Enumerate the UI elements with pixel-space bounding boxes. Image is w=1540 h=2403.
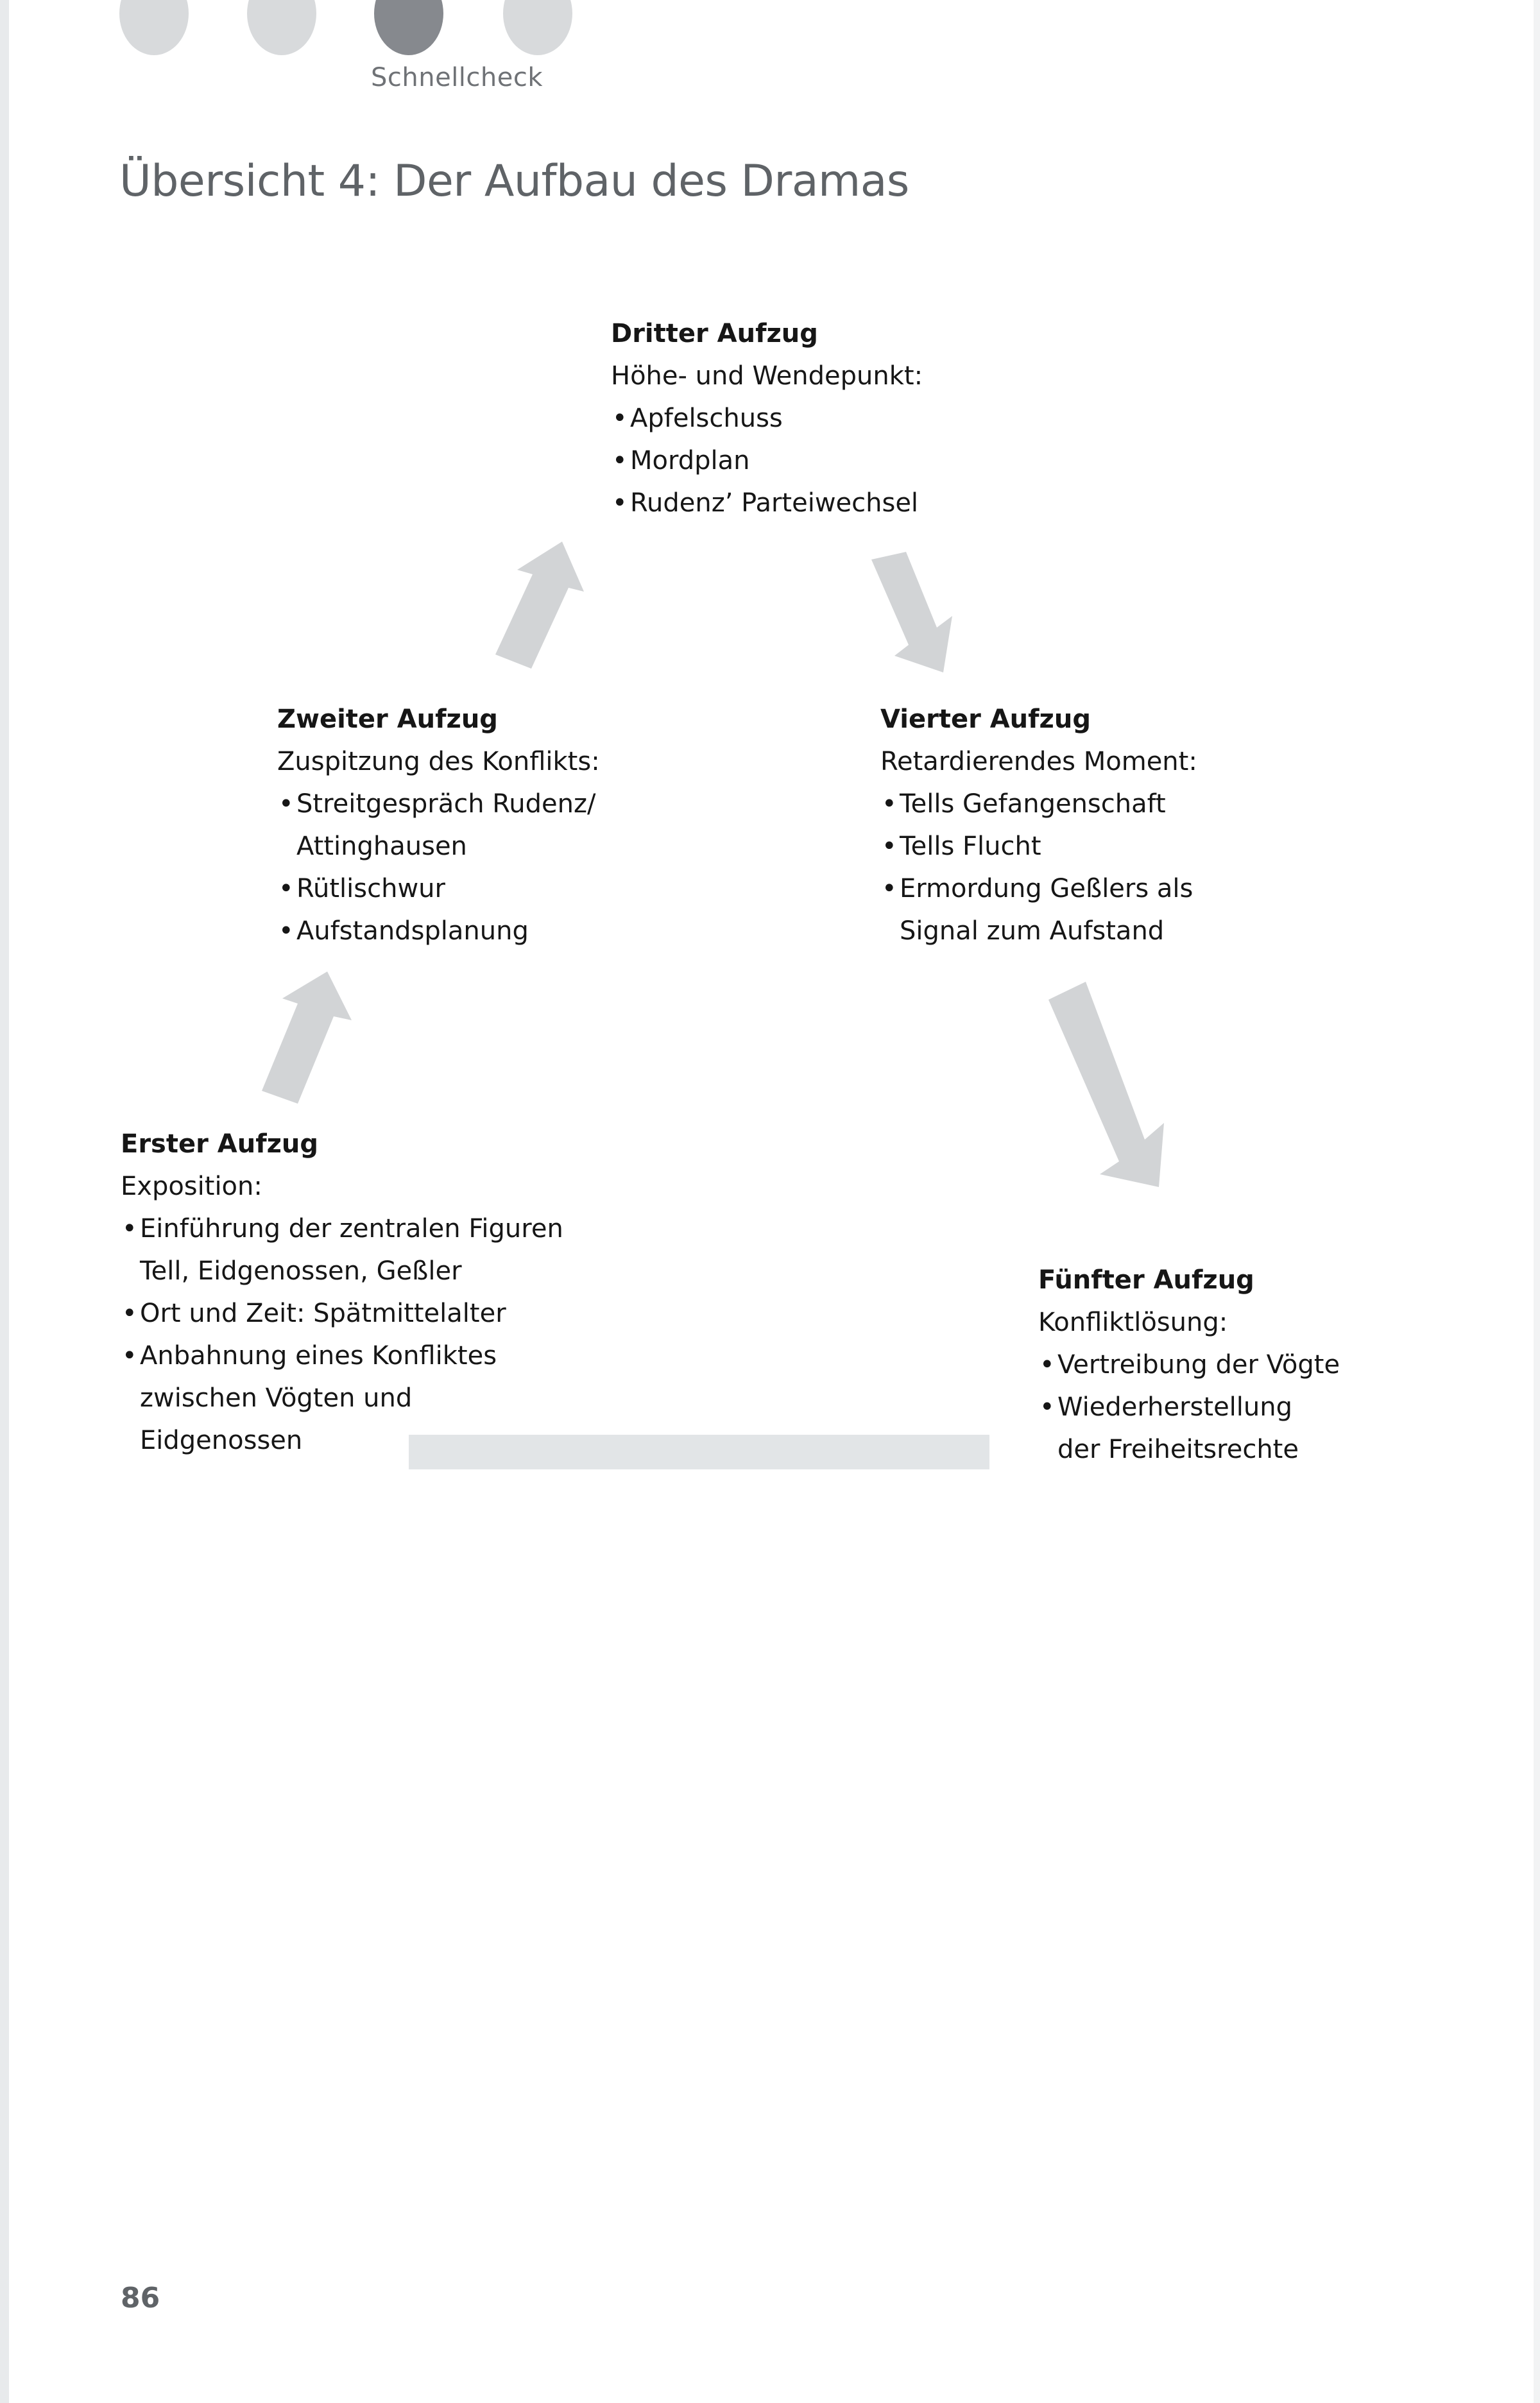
list-item: •Ermordung Geßlers als Signal zum Aufsta… xyxy=(880,868,1197,952)
bullet-icon: • xyxy=(122,1214,137,1244)
act-title: Fünfter Aufzug xyxy=(1038,1265,1254,1295)
header-dot-3-active xyxy=(374,0,443,55)
act-block-erster: Erster Aufzug Exposition: •Einführung de… xyxy=(121,1123,563,1462)
right-edge-band xyxy=(1534,0,1540,2403)
section-kicker: Schnellcheck xyxy=(371,63,543,92)
list-item: •Rudenz’ Parteiwechsel xyxy=(611,482,923,524)
act-subtitle: Retardierendes Moment: xyxy=(880,747,1197,776)
list-item-text: Rütlischwur xyxy=(296,874,445,903)
list-item-text: Tells Flucht xyxy=(900,832,1041,861)
act-item-list: •Vertreibung der Vögte •Wiederherstellun… xyxy=(1038,1344,1340,1471)
list-item: •Ort und Zeit: Spätmittelalter xyxy=(121,1292,563,1335)
bullet-icon: • xyxy=(612,488,628,518)
bullet-icon: • xyxy=(122,1341,137,1371)
list-item-text: Mordplan xyxy=(630,446,750,475)
list-item: •Wiederherstellung der Freiheitsrechte xyxy=(1038,1386,1340,1471)
list-item: •Anbahnung eines Konfliktes zwischen Vög… xyxy=(121,1335,563,1462)
act-block-dritter: Dritter Aufzug Höhe- und Wendepunkt: •Ap… xyxy=(611,312,923,524)
bullet-icon: • xyxy=(278,916,294,946)
list-item-text: Vertreibung der Vögte xyxy=(1057,1350,1340,1380)
arrow-dritter-to-vierter-icon xyxy=(866,552,995,680)
bullet-icon: • xyxy=(612,446,628,475)
act-item-list: •Tells Gefangenschaft •Tells Flucht •Erm… xyxy=(880,783,1197,952)
list-item: •Aufstandsplanung xyxy=(277,910,600,952)
header-dots xyxy=(0,0,1540,71)
arrow-zweiter-to-dritter-icon xyxy=(486,540,615,675)
list-item: •Tells Gefangenschaft xyxy=(880,783,1197,825)
bullet-icon: • xyxy=(1040,1350,1055,1380)
list-item-text: Streitgespräch Rudenz/ Attinghausen xyxy=(296,789,596,861)
decorative-gray-bar xyxy=(409,1435,989,1469)
act-subtitle: Zuspitzung des Konflikts: xyxy=(277,747,600,776)
list-item: •Rütlischwur xyxy=(277,868,600,910)
page-title: Übersicht 4: Der Aufbau des Dramas xyxy=(119,156,909,207)
arrow-erster-to-zweiter-icon xyxy=(255,970,377,1108)
list-item-text: Aufstandsplanung xyxy=(296,916,529,946)
list-item-text: Wiederherstellung der Freiheitsrechte xyxy=(1057,1392,1299,1464)
bullet-icon: • xyxy=(278,789,294,819)
list-item: •Einführung der zentralen Figuren Tell, … xyxy=(121,1208,563,1292)
act-title: Dritter Aufzug xyxy=(611,319,818,348)
list-item-text: Tells Gefangenschaft xyxy=(900,789,1166,819)
bullet-icon: • xyxy=(278,874,294,903)
list-item: •Tells Flucht xyxy=(880,825,1197,868)
act-block-zweiter: Zweiter Aufzug Zuspitzung des Konflikts:… xyxy=(277,698,600,952)
list-item: •Vertreibung der Vögte xyxy=(1038,1344,1340,1386)
list-item-text: Einführung der zentralen Figuren Tell, E… xyxy=(140,1214,563,1286)
page-number: 86 xyxy=(121,2282,160,2314)
act-subtitle: Exposition: xyxy=(121,1172,262,1201)
bullet-icon: • xyxy=(882,789,897,819)
list-item: •Mordplan xyxy=(611,440,923,482)
header-dot-1 xyxy=(119,0,189,55)
act-subtitle: Konfliktlösung: xyxy=(1038,1308,1228,1337)
header-dot-4 xyxy=(503,0,572,55)
act-item-list: •Apfelschuss •Mordplan •Rudenz’ Parteiwe… xyxy=(611,397,923,524)
list-item-text: Apfelschuss xyxy=(630,404,783,433)
bullet-icon: • xyxy=(1040,1392,1055,1422)
act-title: Vierter Aufzug xyxy=(880,705,1091,734)
list-item-text: Ermordung Geßlers als Signal zum Aufstan… xyxy=(900,874,1194,946)
list-item: •Streitgespräch Rudenz/ Attinghausen xyxy=(277,783,600,868)
act-item-list: •Einführung der zentralen Figuren Tell, … xyxy=(121,1208,563,1462)
act-block-fuenfter: Fünfter Aufzug Konfliktlösung: •Vertreib… xyxy=(1038,1259,1340,1471)
arrow-vierter-to-fuenfter-icon xyxy=(1045,980,1186,1192)
act-subtitle: Höhe- und Wendepunkt: xyxy=(611,361,923,391)
left-edge-band xyxy=(0,0,9,2403)
list-item-text: Anbahnung eines Konfliktes zwischen Vögt… xyxy=(140,1341,497,1455)
list-item: •Apfelschuss xyxy=(611,397,923,440)
act-item-list: •Streitgespräch Rudenz/ Attinghausen •Rü… xyxy=(277,783,600,952)
list-item-text: Ort und Zeit: Spätmittelalter xyxy=(140,1299,506,1328)
act-title: Zweiter Aufzug xyxy=(277,705,498,734)
bullet-icon: • xyxy=(612,404,628,433)
bullet-icon: • xyxy=(122,1299,137,1328)
act-block-vierter: Vierter Aufzug Retardierendes Moment: •T… xyxy=(880,698,1197,952)
list-item-text: Rudenz’ Parteiwechsel xyxy=(630,488,919,518)
act-title: Erster Aufzug xyxy=(121,1129,318,1159)
header-dot-2 xyxy=(247,0,316,55)
bullet-icon: • xyxy=(882,832,897,861)
bullet-icon: • xyxy=(882,874,897,903)
